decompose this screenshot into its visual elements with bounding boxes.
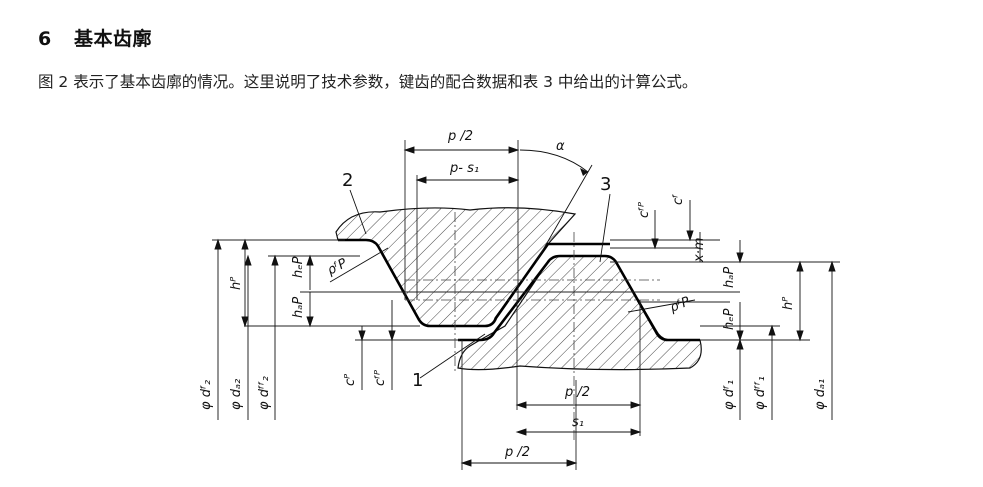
label-p-half-bottom: p /2 xyxy=(504,445,530,460)
dimension-lines xyxy=(214,146,836,467)
label-dFf1: φ dᶠᶠ₁ xyxy=(753,376,768,410)
label-df1: φ dᶠ₁ xyxy=(722,380,737,410)
label-s1: s₁ xyxy=(572,415,584,430)
callout-leaders xyxy=(329,189,696,379)
label-cFP-right: cᶠᴾ xyxy=(637,201,652,218)
label-da1: φ dₐ₁ xyxy=(813,379,828,410)
label-p-minus-s1: p- s₁ xyxy=(449,161,479,176)
section-heading: 6 基本齿廓 xyxy=(38,24,152,51)
label-p-half-mid: p /2 xyxy=(564,385,590,400)
label-haP-right: hₐP xyxy=(722,267,737,288)
extension-lines-top xyxy=(404,140,641,470)
section-title: 基本齿廓 xyxy=(74,28,153,50)
lower-profile-line xyxy=(458,254,700,342)
label-hfP-right: hₑP xyxy=(722,308,737,330)
label-xm: x·m xyxy=(692,238,707,264)
callout-1: 1 xyxy=(412,370,423,391)
upper-profile-line xyxy=(338,238,610,328)
alpha-arc xyxy=(519,149,589,173)
label-hP-right: hᴾ xyxy=(781,296,796,310)
reference-lines xyxy=(212,239,840,341)
label-hfP-left: hₑP xyxy=(291,256,306,278)
section-number: 6 xyxy=(38,28,52,50)
label-hP-left: hᴾ xyxy=(229,276,244,290)
label-p-half-top: p /2 xyxy=(447,129,473,144)
callout-2: 2 xyxy=(342,170,353,191)
label-haP-left: hₐP xyxy=(291,297,306,318)
label-cP: cᴾ xyxy=(343,373,358,386)
label-dFf2: φ dᶠᶠ₂ xyxy=(257,376,272,410)
label-cF: cᶠ xyxy=(671,194,686,205)
label-df2: φ dᶠ₂ xyxy=(199,380,214,410)
label-cFP-left: cᶠᴾ xyxy=(373,369,388,386)
section-paragraph: 图 2 表示了基本齿廓的情况。这里说明了技术参数，键齿的配合数据和表 3 中给出… xyxy=(38,73,698,91)
label-alpha: α xyxy=(556,139,565,154)
callout-3: 3 xyxy=(600,174,611,195)
centerlines xyxy=(405,212,660,440)
label-rho-fP-left: ρᶠP xyxy=(325,256,350,279)
figure-labels: 2 3 1 p /2 p- s₁ α p /2 s₁ p /2 ρᶠP ρᶠP … xyxy=(199,129,828,460)
label-rho-fP-right: ρᶠP xyxy=(668,294,692,315)
label-da2: φ dₐ₂ xyxy=(229,379,244,410)
